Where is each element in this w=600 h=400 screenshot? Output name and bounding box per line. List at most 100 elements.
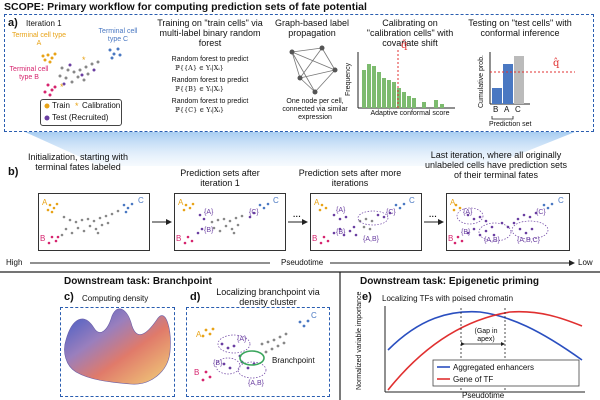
b2-label-a: A <box>314 198 320 207</box>
svg-text:*: * <box>60 82 64 92</box>
b3-label-c: C <box>558 196 564 205</box>
prediction-set-label: Prediction set <box>489 121 532 128</box>
graph-title: Graph-based label propagation <box>274 18 350 38</box>
legend-test: Test (Recruited) <box>52 113 109 122</box>
set-a-3: {A} <box>463 209 473 216</box>
step-last: Last iteration, where all originally unl… <box>424 150 568 180</box>
b3-label-a: A <box>450 198 456 207</box>
branchpoint-label: Branchpoint <box>272 356 315 365</box>
step-more: Prediction sets after more iterations <box>298 168 402 188</box>
rf-label-c: Random forest to predict <box>171 98 249 105</box>
panel-e-title: Localizing TFs with poised chromatin <box>382 294 514 303</box>
panel-c-title: Computing density <box>82 294 149 303</box>
calibration-title: Calibrating on "calibration cells" with … <box>366 18 454 48</box>
d-set-b: {B} <box>213 360 223 367</box>
b1-label-b: B <box>176 234 182 243</box>
epigenetic-xlabel: Pseudotime <box>462 391 505 400</box>
cell-type-c-label: Terminal cell type C <box>98 28 138 43</box>
b1-label-a: A <box>178 198 184 207</box>
b-label-b: B <box>40 234 46 243</box>
set-c-2: {C} <box>386 209 396 216</box>
ellipsis-1: ··· <box>293 212 301 221</box>
panel-d-frame <box>186 307 330 397</box>
legend-box <box>40 99 122 126</box>
panel-b-label: b) <box>8 166 19 178</box>
set-ab-3: {A,B} <box>484 237 500 244</box>
d-label-b: B <box>194 368 200 377</box>
svg-text:*: * <box>82 55 86 65</box>
ellipsis-2: ··· <box>429 212 437 221</box>
b3-label-b: B <box>448 234 454 243</box>
frame-last <box>446 193 570 251</box>
legend-enhancers: Aggregated enhancers <box>453 363 534 372</box>
gap-label: (Gap in apex) <box>474 328 498 343</box>
panel-d-title: Localizing branchpoint via density clust… <box>216 287 320 307</box>
bar-label-a: A <box>504 105 510 114</box>
set-b-3: {B} <box>461 229 471 236</box>
epigenetic-title: Downstream task: Epigenetic priming <box>360 276 539 287</box>
rf-label-b: Random forest to predict <box>171 77 249 84</box>
b2-label-b: B <box>312 234 318 243</box>
d-set-a: {A} <box>237 336 247 343</box>
legend-tf-gene: Gene of TF <box>453 375 494 384</box>
qhat-label-test: q̂ <box>553 58 560 69</box>
b2-label-c: C <box>409 196 415 205</box>
d-label-a: A <box>196 330 202 339</box>
set-b-2: {B} <box>336 229 346 236</box>
rf-label-a: Random forest to predict <box>171 56 249 63</box>
cell-type-a-label: Terminal cell type A <box>11 32 67 47</box>
set-a-1: {A} <box>204 209 214 216</box>
graph-caption: One node per cell, connected via similar… <box>282 98 348 121</box>
frame-more <box>310 193 422 251</box>
testing-title: Testing on "test cells" with conformal i… <box>468 18 572 38</box>
step-iter1: Prediction sets after iteration 1 <box>180 168 260 188</box>
rf-math-b: ℙ{{B} ∈ Yᵢ|Xᵢ} <box>175 85 224 93</box>
training-title: Training on "train cells" via multi-labe… <box>157 18 263 48</box>
panel-c-label: c) <box>64 291 74 303</box>
panel-e-label: e) <box>362 291 372 303</box>
b1-label-c: C <box>273 196 279 205</box>
frame-init <box>38 193 150 251</box>
set-a-2: {A} <box>336 207 346 214</box>
bar-label-c: C <box>515 105 521 114</box>
svg-text:*: * <box>75 101 79 111</box>
bar-label-b: B <box>493 105 499 114</box>
panel-a-label: a) <box>8 17 18 29</box>
panel-c-frame <box>60 307 175 397</box>
legend-calibration: Calibration <box>82 101 121 110</box>
step-init: Initialization, starting with terminal f… <box>27 152 129 172</box>
set-ab-2: {A,B} <box>363 236 379 243</box>
rf-math-a: ℙ{{A} ∈ Yᵢ|Xᵢ} <box>175 64 224 72</box>
b-label-a: A <box>42 198 48 207</box>
pseudotime-low: Low <box>578 258 593 267</box>
set-abc-3: {A,B,C} <box>517 237 540 244</box>
set-c-3: {C} <box>536 209 546 216</box>
branchpoint-title: Downstream task: Branchpoint <box>64 276 212 287</box>
set-c-1: {C} <box>249 209 259 216</box>
qhat-label-calib: q̂ <box>401 40 408 51</box>
iteration-title: Iteration 1 <box>26 19 62 28</box>
pseudotime-label: Pseudotime <box>281 258 324 267</box>
legend-train: Train <box>52 101 70 110</box>
d-label-c: C <box>311 311 317 320</box>
rf-math-c: ℙ{{C} ∈ Yᵢ|Xᵢ} <box>175 106 225 114</box>
calibration-xlabel: Adaptive conformal score <box>370 110 450 117</box>
cell-type-b-label: Terminal cell type B <box>9 66 49 81</box>
panel-a-frame <box>4 14 594 132</box>
pseudotime-high: High <box>6 258 23 267</box>
panel-d-label: d) <box>190 291 201 303</box>
figure-title: SCOPE: Primary workflow for computing pr… <box>4 1 367 13</box>
b-label-c: C <box>138 196 144 205</box>
frame-iter1 <box>174 193 286 251</box>
